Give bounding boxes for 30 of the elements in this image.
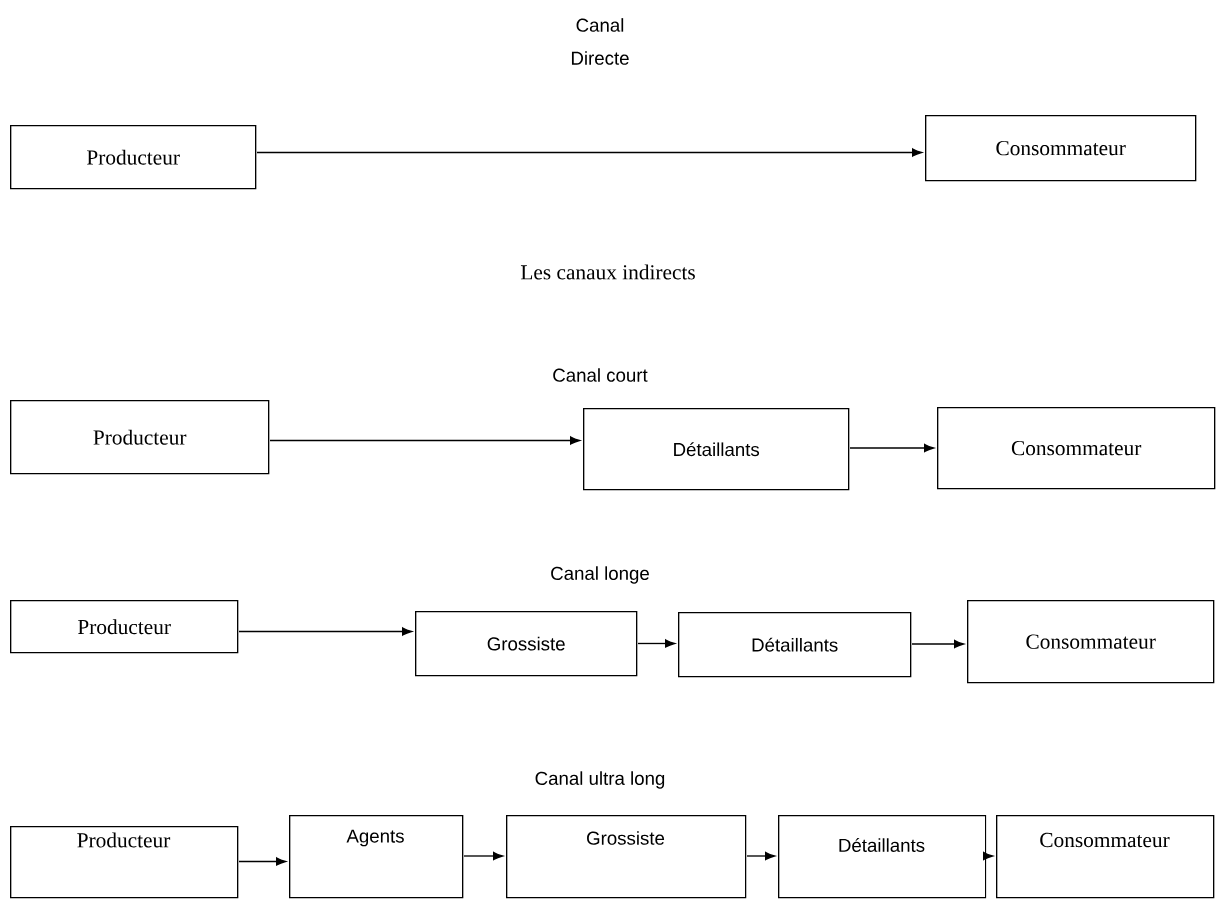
arrow [983, 851, 993, 861]
box: Producteur [10, 125, 257, 190]
box: Agents [289, 815, 464, 899]
arrow [238, 857, 286, 866]
heading: Directe [571, 51, 629, 65]
box: Consommateur [967, 600, 1215, 684]
box: Détaillants [778, 815, 987, 899]
arrow [849, 443, 934, 453]
arrow [637, 639, 675, 648]
box: Consommateur [937, 407, 1216, 490]
box: Grossiste [415, 611, 638, 677]
arrow [463, 851, 503, 861]
arrow [911, 639, 964, 649]
arrow [238, 627, 412, 636]
heading: Canal court [553, 368, 648, 382]
arrow [746, 851, 775, 861]
box: Détaillants [678, 612, 912, 678]
heading: Les canaux indirects [520, 264, 695, 280]
heading: Canal [576, 18, 624, 32]
box: Producteur [10, 600, 239, 654]
box: Consommateur [925, 115, 1197, 182]
box: Producteur [10, 400, 270, 475]
arrow [256, 148, 922, 157]
box: Détaillants [583, 408, 850, 491]
heading: Canal longe [551, 566, 649, 584]
box: Consommateur [996, 815, 1215, 899]
arrow [269, 436, 580, 445]
heading: Canal ultra long [535, 771, 665, 789]
box: Producteur [10, 826, 239, 899]
box: Grossiste [506, 815, 747, 899]
